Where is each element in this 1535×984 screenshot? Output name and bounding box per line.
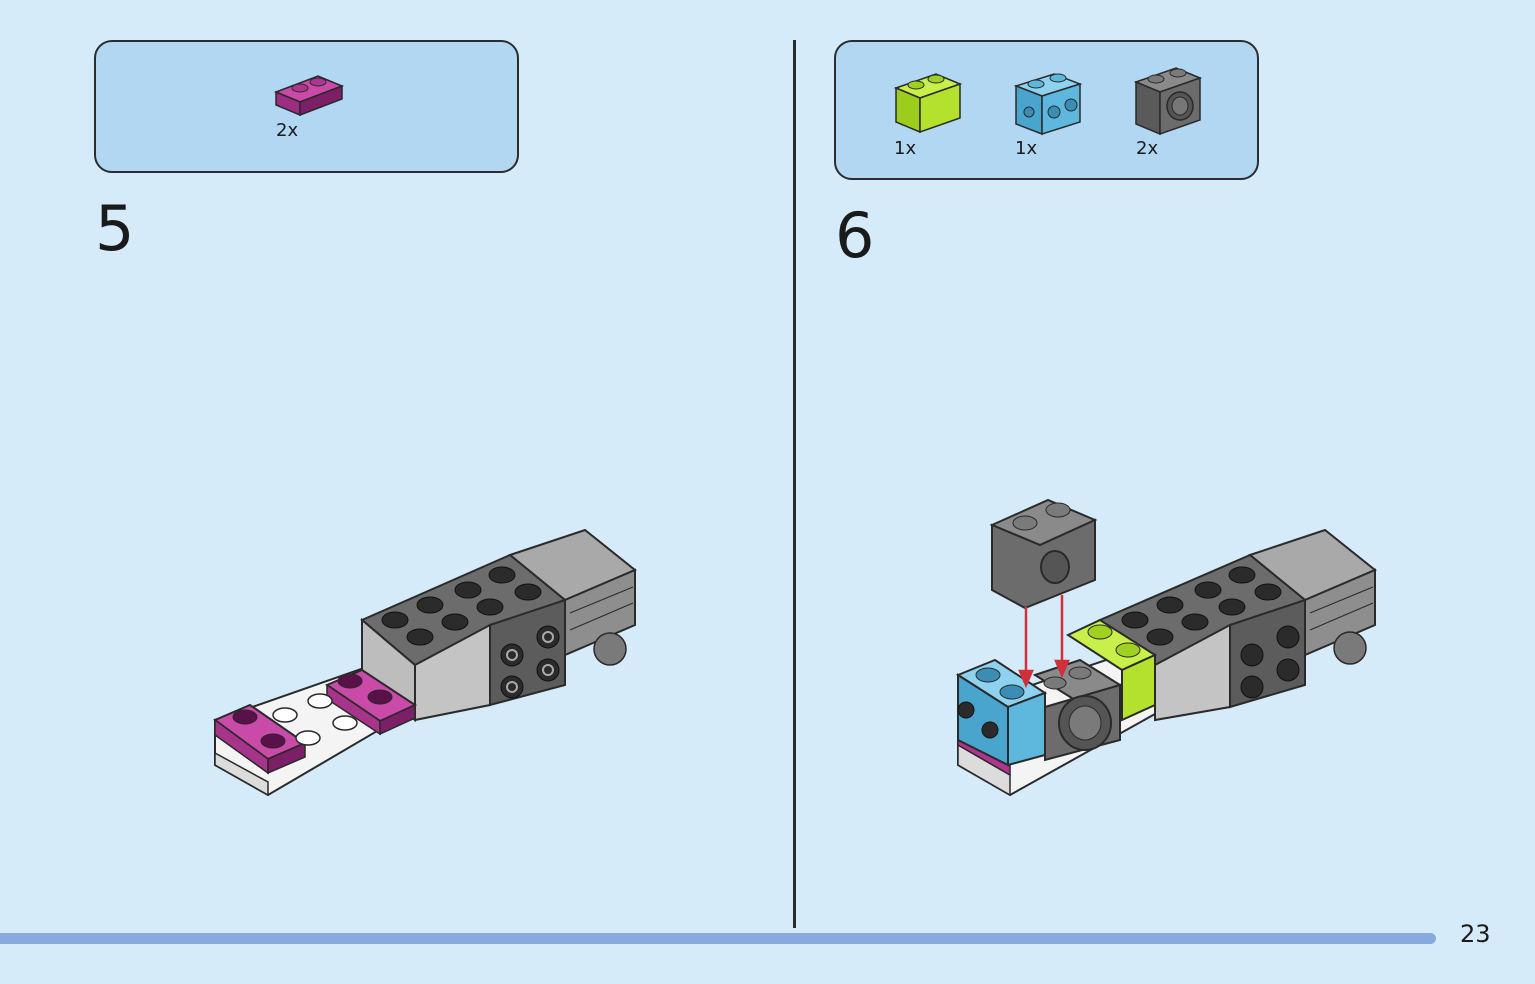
blue-side-stud-brick-part-icon <box>1013 73 1083 136</box>
part-quantity: 2x <box>1136 138 1159 159</box>
page-divider <box>793 40 796 928</box>
lime-brick-part-icon <box>893 73 963 134</box>
progress-bar <box>0 933 1436 944</box>
step-number: 6 <box>835 199 875 272</box>
step-5-model-illustration <box>212 528 637 797</box>
wheel-icon <box>1333 631 1367 665</box>
part-quantity: 2x <box>276 120 299 141</box>
step-number: 5 <box>95 192 135 265</box>
page-number: 23 <box>1460 920 1491 948</box>
gray-hole-brick-part-icon <box>1133 67 1203 136</box>
wheel-icon <box>593 632 627 666</box>
magenta-plate-part-icon <box>273 75 345 117</box>
step-6-parts-box: 1x 1x 2x <box>834 40 1259 180</box>
part-quantity: 1x <box>1015 138 1038 159</box>
part-quantity: 1x <box>894 138 917 159</box>
step-6-model-illustration <box>955 498 1377 797</box>
step-5-parts-box: 2x <box>94 40 519 173</box>
assembly-arrow-icon <box>1018 595 1070 689</box>
